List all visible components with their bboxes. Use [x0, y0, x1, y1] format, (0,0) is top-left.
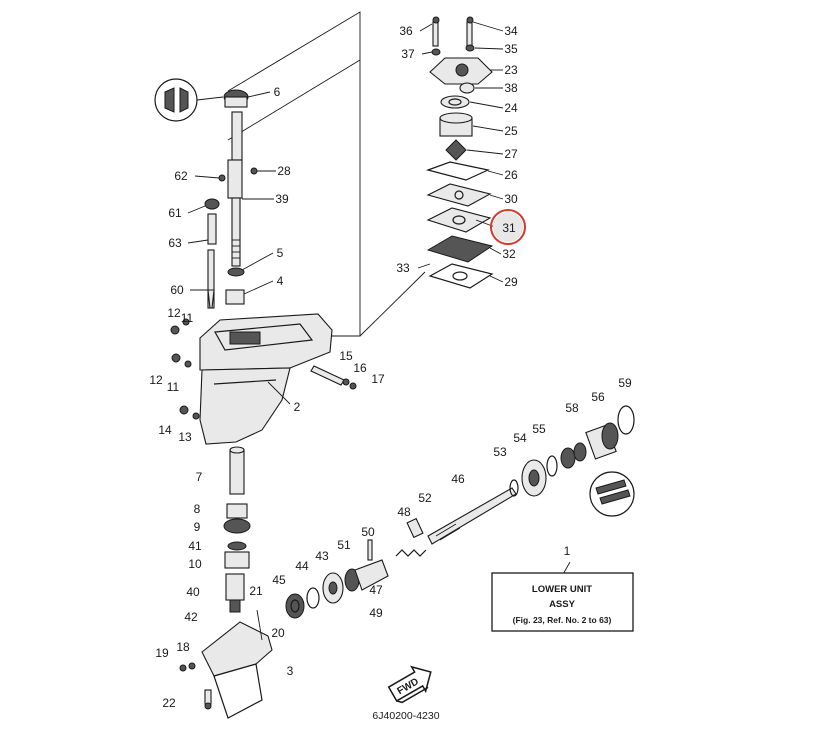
callout-18: 18	[176, 640, 190, 654]
callout-52: 52	[418, 491, 432, 505]
assembly-reference-box: LOWER UNIT ASSY (Fig. 23, Ref. No. 2 to …	[491, 572, 634, 632]
callout-26: 26	[504, 168, 518, 182]
callout-33: 33	[396, 261, 410, 275]
callout-60: 60	[170, 283, 184, 297]
callout-61: 61	[168, 206, 182, 220]
callout-9: 9	[194, 520, 201, 534]
callout-23: 23	[504, 63, 518, 77]
callout-13: 13	[178, 430, 192, 444]
callout-58: 58	[565, 401, 579, 415]
assy-box-line2: ASSY	[549, 599, 576, 610]
drive-shaft-assembly	[154, 78, 258, 309]
callout-7: 7	[196, 470, 203, 484]
propeller-shaft-assembly	[285, 405, 635, 619]
callout-42: 42	[184, 610, 198, 624]
guide-lines	[227, 11, 426, 337]
callout-41: 41	[188, 539, 202, 553]
callout-38: 38	[504, 81, 518, 95]
callout-28: 28	[277, 164, 291, 178]
callout-21: 21	[249, 584, 263, 598]
callout-48: 48	[397, 505, 411, 519]
callout-25: 25	[504, 124, 518, 138]
callout-15: 15	[339, 349, 353, 363]
callout-11a: 11	[181, 311, 194, 325]
callout-31: 31	[502, 221, 516, 235]
callout-20: 20	[271, 626, 285, 640]
callout-17: 17	[371, 372, 385, 386]
forward-arrow-icon: FWD	[387, 665, 432, 704]
callout-56: 56	[591, 390, 605, 404]
callout-12b: 12	[149, 373, 163, 387]
assy-box-line1: LOWER UNIT	[532, 584, 592, 595]
lower-casing	[170, 313, 357, 445]
callout-32: 32	[502, 247, 516, 261]
callout-36: 36	[399, 24, 413, 38]
callout-47: 47	[369, 583, 383, 597]
callout-39: 39	[275, 192, 289, 206]
callout-63: 63	[168, 236, 182, 250]
callout-29: 29	[504, 275, 518, 289]
callout-12a: 12	[167, 306, 181, 320]
callout-24: 24	[504, 101, 518, 115]
callout-44: 44	[295, 559, 309, 573]
water-pump-assembly	[425, 16, 494, 289]
callout-1: 1	[564, 544, 571, 558]
callout-19: 19	[155, 646, 169, 660]
callout-8: 8	[194, 502, 201, 516]
callout-6: 6	[274, 85, 281, 99]
drawing-code: 6J40200-4230	[372, 710, 439, 722]
callout-27: 27	[504, 147, 518, 161]
callout-40: 40	[186, 585, 200, 599]
callout-11b: 11	[167, 380, 180, 394]
callout-54: 54	[513, 431, 527, 445]
callout-3: 3	[287, 664, 294, 678]
callout-53: 53	[493, 445, 507, 459]
water-tube-and-seals	[223, 446, 251, 613]
callout-46: 46	[451, 472, 465, 486]
callout-51: 51	[337, 538, 351, 552]
highlighted-callout-31	[490, 209, 526, 245]
callout-5: 5	[277, 246, 284, 260]
callout-45: 45	[272, 573, 286, 587]
assy-box-line3: (Fig. 23, Ref. No. 2 to 63)	[513, 615, 612, 625]
callout-62: 62	[174, 169, 188, 183]
callout-4: 4	[277, 274, 284, 288]
callout-37: 37	[401, 47, 415, 61]
callout-55: 55	[532, 422, 546, 436]
callout-2: 2	[294, 400, 301, 414]
callout-35: 35	[504, 42, 518, 56]
callout-22: 22	[162, 696, 176, 710]
callout-14: 14	[158, 423, 172, 437]
callout-10: 10	[188, 557, 202, 571]
callout-59: 59	[618, 376, 632, 390]
callout-31-highlight-fill	[493, 212, 523, 242]
callout-34: 34	[504, 24, 518, 38]
callout-43: 43	[315, 549, 329, 563]
callout-50: 50	[361, 525, 375, 539]
callout-30: 30	[504, 192, 518, 206]
callout-16: 16	[353, 361, 367, 375]
gear-case	[179, 609, 273, 719]
callout-49: 49	[369, 606, 383, 620]
